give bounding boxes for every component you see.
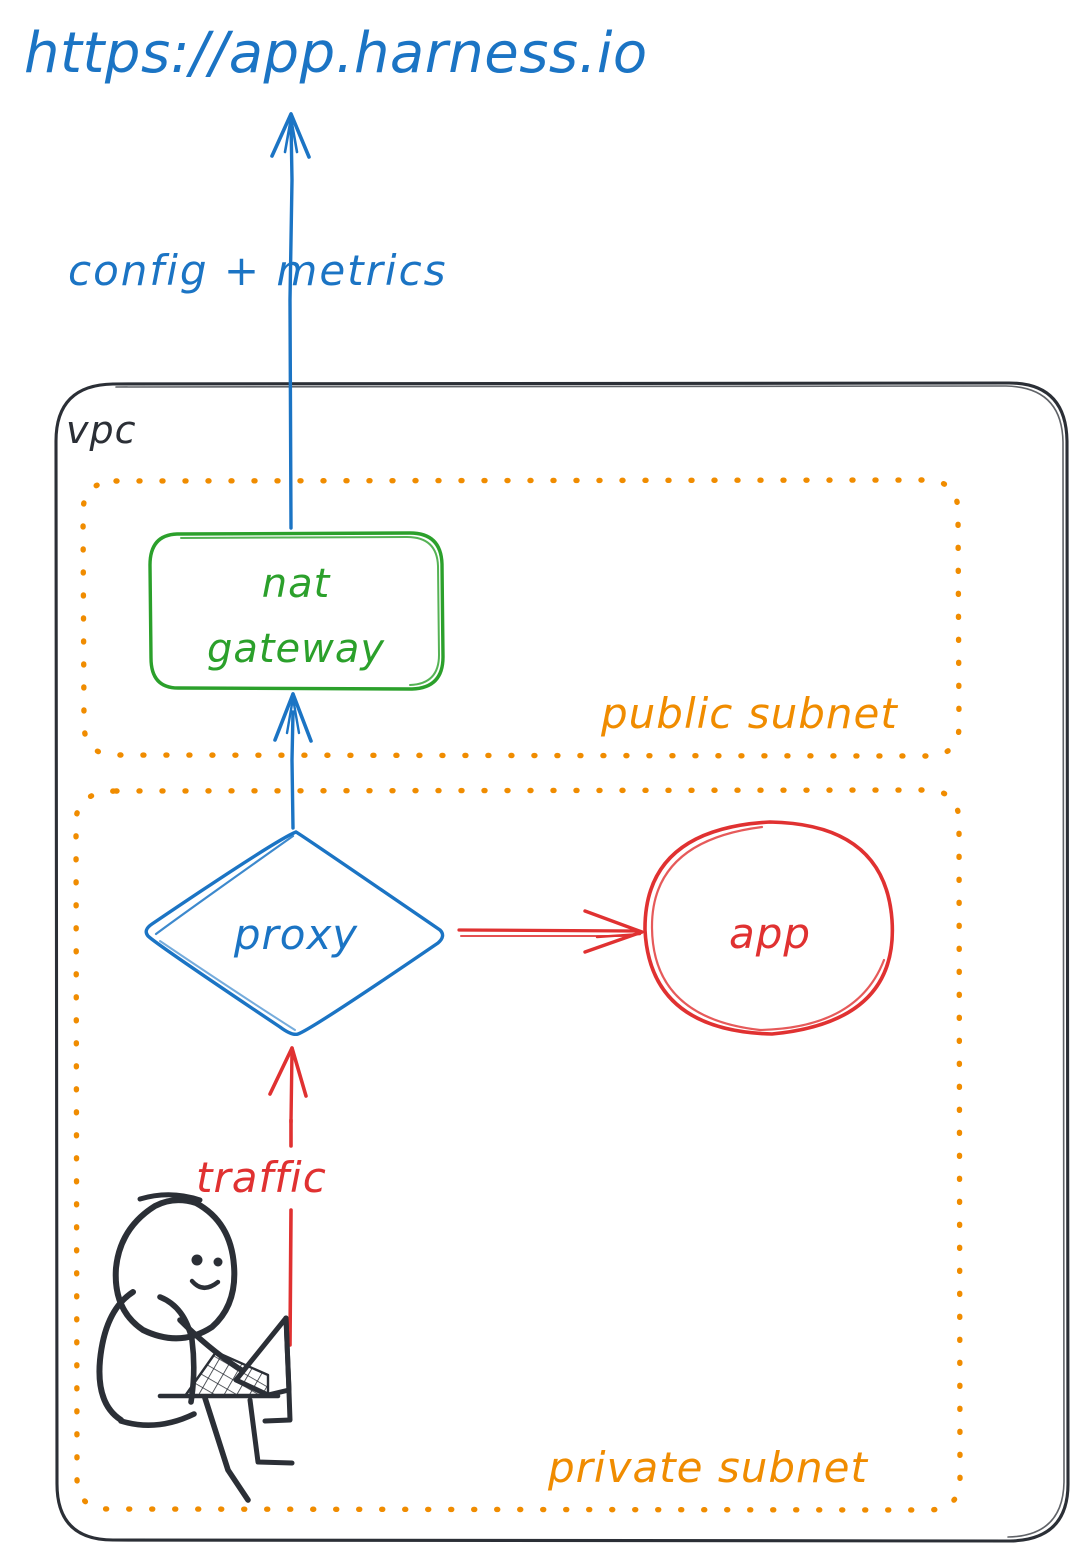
arrow-traffic — [268, 1046, 308, 1347]
app-label: app — [729, 909, 811, 958]
private-subnet-boundary — [73, 787, 963, 1513]
user-with-laptop-illustration — [96, 1192, 295, 1503]
arrow-proxy-to-app — [457, 909, 644, 954]
proxy-label: proxy — [233, 910, 358, 959]
nat-gateway-label-line1: nat — [262, 561, 331, 607]
app-node[interactable] — [643, 820, 895, 1036]
nat-gateway-node[interactable] — [148, 531, 445, 691]
traffic-label: traffic — [196, 1153, 327, 1202]
public-subnet-label: public subnet — [600, 689, 898, 738]
private-subnet-label: private subnet — [547, 1443, 868, 1492]
vpc-boundary — [54, 381, 1070, 1543]
arrow-proxy-to-nat — [273, 692, 313, 830]
public-subnet-boundary — [80, 477, 962, 759]
proxy-node[interactable] — [144, 830, 445, 1037]
arrow-config-metrics — [270, 112, 311, 530]
endpoint-url-label: https://app.harness.io — [24, 21, 648, 86]
nat-gateway-label-line2: gateway — [207, 626, 385, 672]
vpc-label: vpc — [66, 408, 137, 452]
config-metrics-label: config + metrics — [68, 246, 448, 295]
